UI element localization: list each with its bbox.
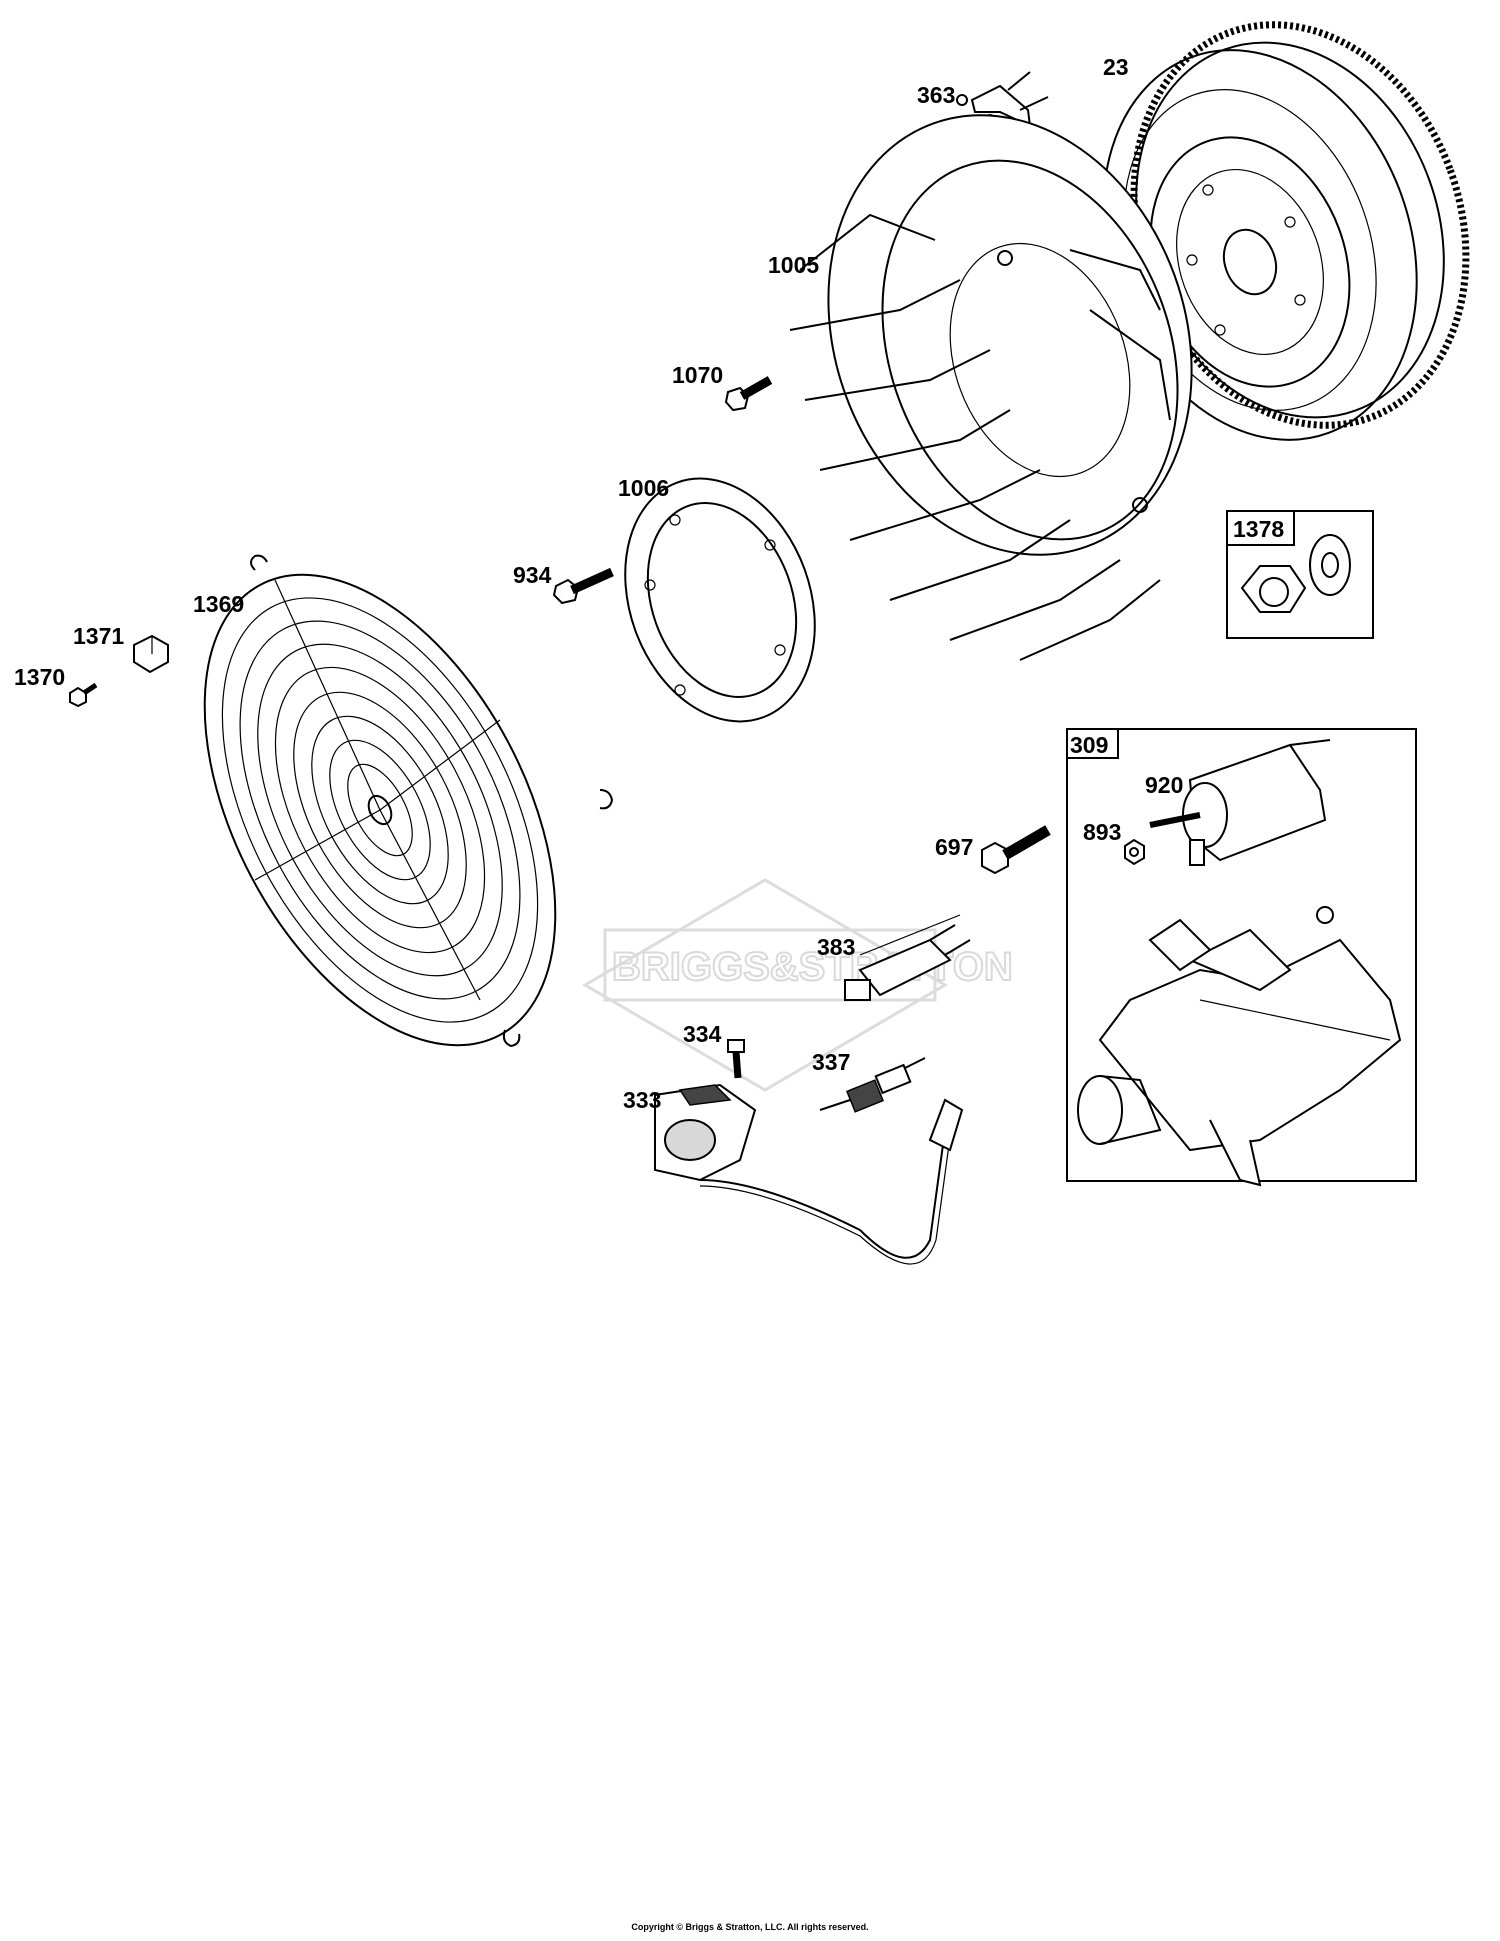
label-934: 934 [513, 562, 552, 588]
label-333: 333 [623, 1087, 661, 1113]
bolt-part-1070[interactable] [724, 376, 773, 412]
bolt-part-934[interactable] [552, 567, 614, 605]
label-1370: 1370 [14, 664, 65, 690]
bolt-part-697[interactable] [981, 825, 1051, 875]
label-893: 893 [1083, 819, 1121, 845]
ignition-module-part-333[interactable] [654, 1083, 964, 1265]
box-part-309[interactable]: 309 920 893 [1066, 728, 1417, 1187]
label-920: 920 [1145, 772, 1183, 798]
label-1006: 1006 [618, 475, 669, 501]
spark-plug-part-337[interactable] [819, 1057, 926, 1113]
label-383: 383 [817, 934, 855, 960]
label-309: 309 [1070, 732, 1108, 758]
copyright-notice: Copyright © Briggs & Stratton, LLC. All … [631, 1922, 869, 1932]
label-1369: 1369 [193, 591, 244, 617]
spacer-part-1371[interactable] [133, 634, 169, 674]
label-23: 23 [1103, 54, 1129, 80]
guard-part-1369[interactable] [132, 517, 627, 1103]
solenoid-part-920[interactable] [1149, 739, 1331, 866]
screw-part-1370[interactable] [69, 682, 98, 708]
label-697: 697 [935, 834, 973, 860]
watermark-text: BRIGGS&STRATTON [612, 945, 1013, 989]
box-part-1378[interactable]: 1378 [1226, 510, 1374, 639]
label-337: 337 [812, 1049, 850, 1075]
starter-motor[interactable] [1077, 906, 1402, 1187]
watermark-logo: BRIGGS&STRATTON [582, 878, 1014, 1092]
gasket-part-1006[interactable] [593, 452, 848, 748]
fan-part-1005[interactable] [769, 64, 1252, 661]
label-1070: 1070 [672, 362, 723, 388]
nut-part-893[interactable] [1124, 838, 1145, 866]
screw-part-334[interactable] [727, 1039, 745, 1079]
label-1371: 1371 [73, 623, 124, 649]
label-1005: 1005 [768, 252, 819, 278]
sensor-part-383[interactable] [844, 914, 971, 1001]
label-334: 334 [683, 1021, 722, 1047]
label-363: 363 [917, 82, 955, 108]
label-1378: 1378 [1233, 516, 1284, 542]
